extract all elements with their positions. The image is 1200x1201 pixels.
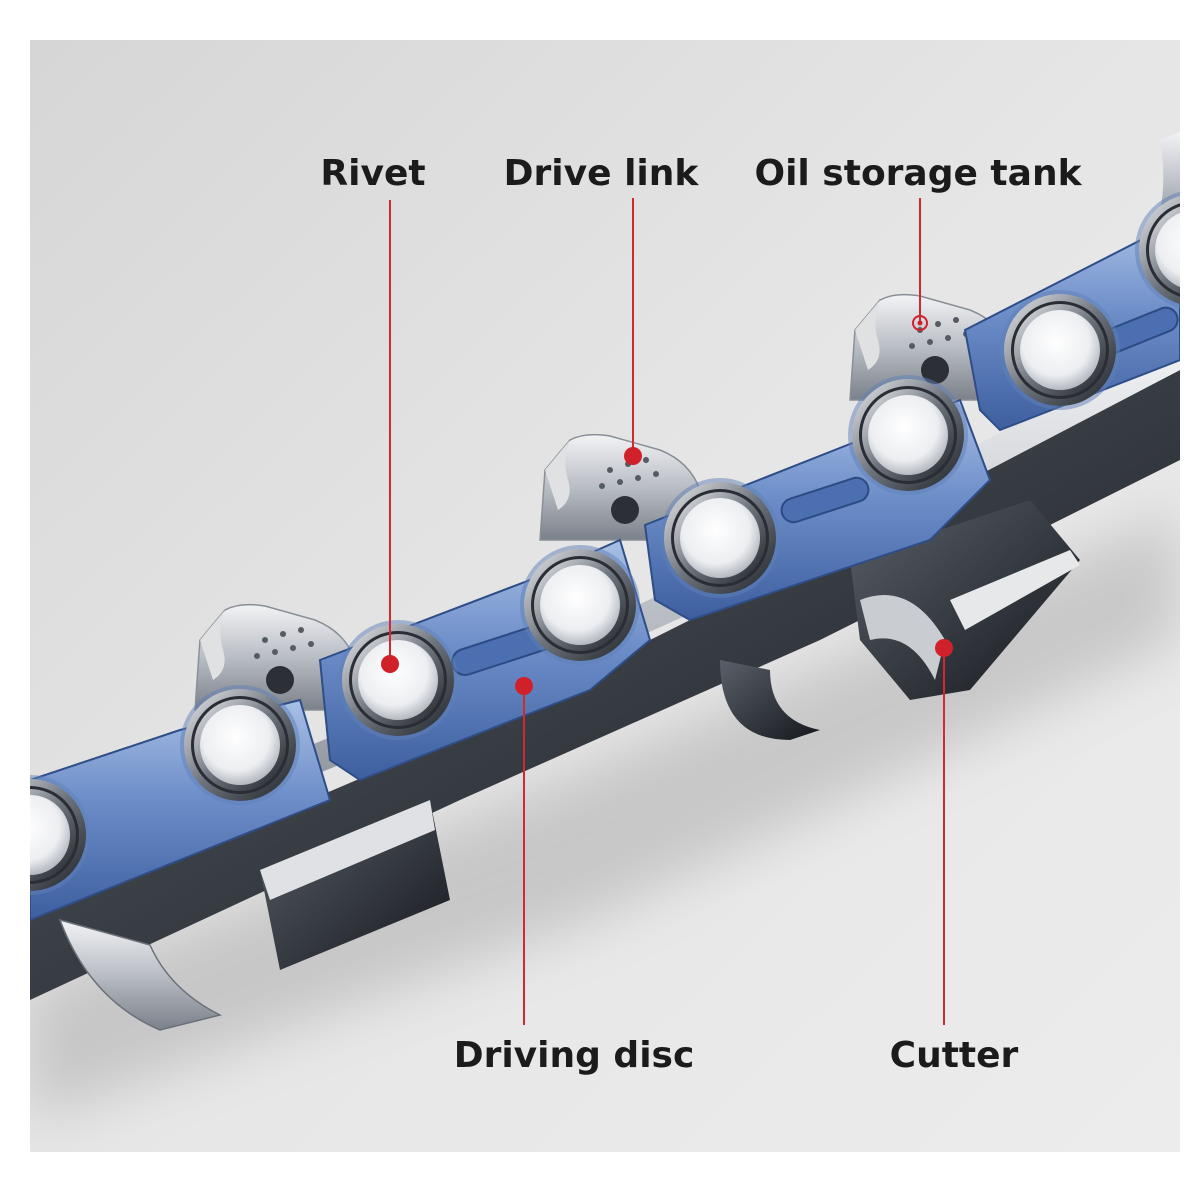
depth-gauge-hook [720, 660, 820, 740]
rivet-head-icon [338, 620, 458, 740]
rivet-head-icon [848, 375, 968, 495]
cutter-right-gullet-face [860, 595, 945, 680]
tie-strap-edge [30, 340, 1180, 890]
oil-storage-tank-marker [912, 315, 928, 331]
rivet-head-icon [660, 478, 780, 598]
rivet-head-icon [520, 545, 640, 665]
oil-storage-tank-marker-center [917, 320, 923, 326]
saw-chain [30, 132, 1180, 1031]
label-cutter: Cutter [890, 1035, 1019, 1076]
label-driving-disc: Driving disc [454, 1035, 695, 1076]
drive-link-marker [624, 447, 642, 465]
rivet-head-icon [180, 685, 300, 805]
chainsaw-chain-diagram: Rivet Drive link Oil storage tank Drivin… [30, 40, 1180, 1152]
cutter-lower-top-face [260, 800, 435, 900]
diagram-canvas: Rivet Drive link Oil storage tank Drivin… [30, 40, 1180, 1152]
drive-link-slot-2 [780, 476, 870, 524]
leader-lines [389, 198, 945, 1025]
label-oil-storage-tank: Oil storage tank [754, 153, 1082, 194]
rivet-marker [381, 655, 399, 673]
cutter-lower-left [58, 918, 223, 1031]
cutter-right-edge [950, 550, 1080, 630]
rivet-head-icon [1000, 290, 1120, 410]
cutter-marker [935, 639, 953, 657]
driving-disc-marker [515, 677, 533, 695]
label-drive-link: Drive link [504, 153, 700, 194]
markers [381, 315, 953, 695]
label-rivet: Rivet [320, 153, 425, 194]
